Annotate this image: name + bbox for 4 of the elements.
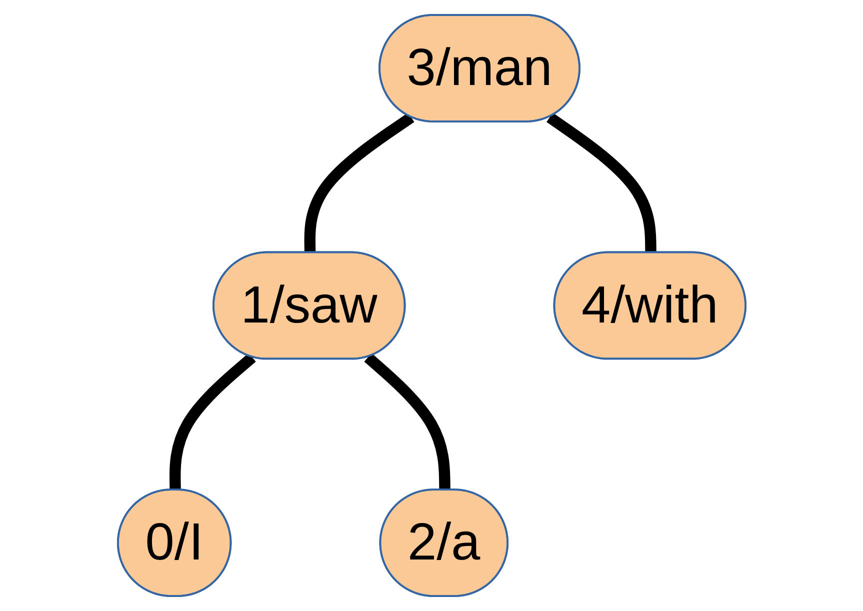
connector bbox=[364, 353, 450, 491]
connector bbox=[169, 353, 256, 491]
connector bbox=[304, 112, 414, 254]
connector bbox=[546, 112, 656, 254]
